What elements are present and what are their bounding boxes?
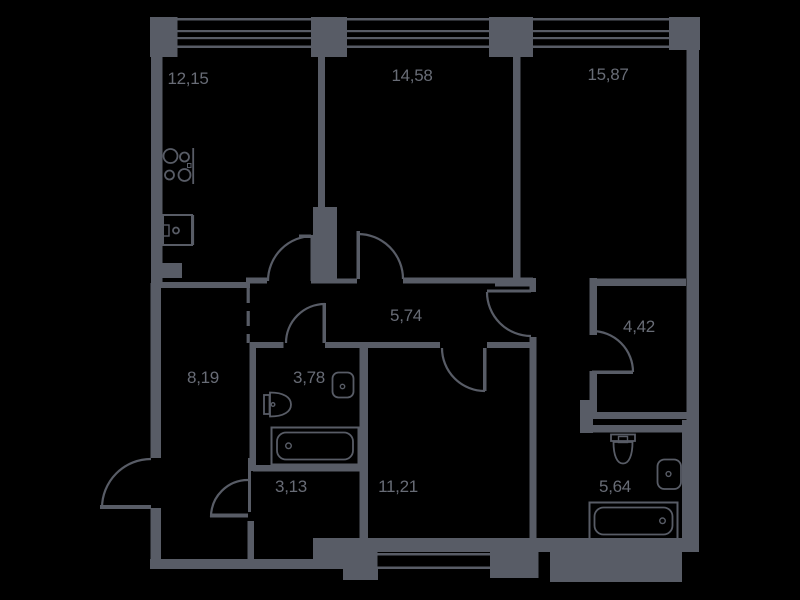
bedroom-1-door <box>356 231 405 280</box>
room-area-label-hall: 8,19 <box>187 368 219 387</box>
corridor-hall-door <box>485 289 532 338</box>
doors <box>100 231 635 518</box>
top-window-wall <box>150 17 700 57</box>
pillar <box>311 17 347 57</box>
pillar <box>313 538 378 569</box>
room-area-label-storage: 4,42 <box>623 317 655 336</box>
bottom-window-wall <box>150 538 699 582</box>
room-area-label-kitchen: 12,15 <box>167 69 209 88</box>
entrance-door <box>100 457 152 509</box>
bathroom-1-door <box>284 302 326 344</box>
kitchen-sink-icon <box>162 214 195 246</box>
bathtub-icon <box>588 501 679 541</box>
pillar <box>150 17 178 57</box>
kitchen-fixtures <box>162 148 195 246</box>
bathtub-icon <box>270 426 360 466</box>
toilet-icon <box>610 433 636 465</box>
room-area-label-bathroom-1: 3,78 <box>293 368 325 387</box>
exterior-walls <box>150 17 699 569</box>
pillar <box>489 17 533 57</box>
bathroom-2-fixtures <box>588 433 682 541</box>
room-door <box>440 347 487 393</box>
interior-walls <box>160 57 687 562</box>
storage-door <box>591 329 635 374</box>
entry-door <box>209 478 249 518</box>
room-area-label-room: 11,21 <box>378 477 418 496</box>
toilet-icon <box>263 391 292 418</box>
washbasin-icon <box>331 371 355 399</box>
room-area-label-bedroom-2: 15,87 <box>587 65 629 84</box>
room-area-label-bedroom-1: 14,58 <box>391 66 433 85</box>
stove-icon <box>162 148 195 184</box>
washbasin-icon <box>656 458 682 490</box>
bathroom-1-fixtures <box>263 371 360 466</box>
room-area-label-corridor: 5,74 <box>390 306 422 325</box>
room-area-label-bathroom-2: 5,64 <box>599 477 631 496</box>
room-area-label-entry: 3,13 <box>275 477 307 496</box>
kitchen-door <box>266 234 314 282</box>
